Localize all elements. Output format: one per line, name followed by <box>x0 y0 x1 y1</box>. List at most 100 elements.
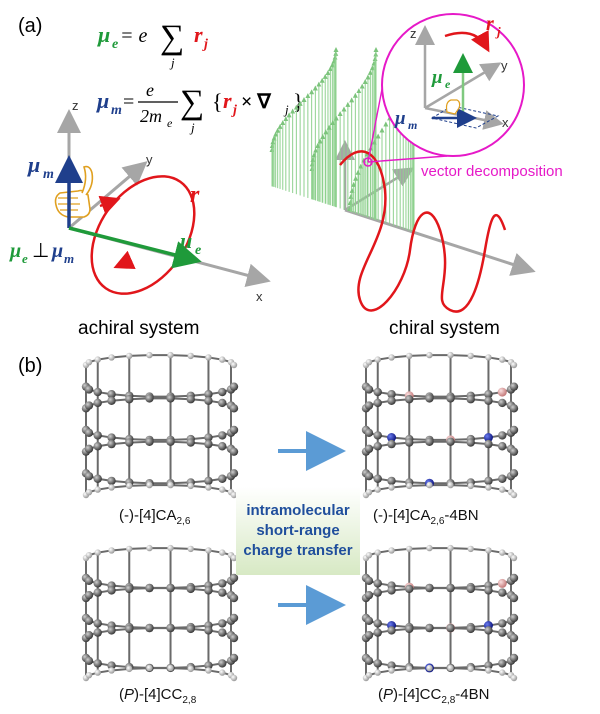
charge-transfer-line3: charge transfer <box>243 542 353 559</box>
charge-transfer-line2: short-range <box>256 522 340 539</box>
carbon-atom <box>84 590 94 600</box>
carbon-atom <box>204 439 213 449</box>
hydrogen-atom <box>365 358 373 366</box>
carbon-atom <box>125 395 134 404</box>
panel-a-label: (a) <box>18 15 42 37</box>
carbon-atom <box>373 387 382 397</box>
hydrogen-atom <box>365 488 373 496</box>
carbon-atom <box>186 438 195 447</box>
carbon-atom <box>218 442 227 451</box>
carbon-atom <box>373 619 382 628</box>
achiral-mu-e-sub: e <box>195 243 201 258</box>
carbon-atom <box>405 584 414 594</box>
eq2-mu: μ <box>96 88 109 113</box>
carbon-atom <box>364 616 374 626</box>
hydrogen-atom <box>447 481 454 489</box>
label-CC28-4BN-italic: P <box>383 686 394 703</box>
carbon-atom <box>93 659 102 668</box>
hydrogen-atom <box>167 351 174 359</box>
carbon-atom <box>405 438 414 447</box>
achiral-z-label: z <box>72 98 79 113</box>
carbon-atom <box>364 401 374 410</box>
hydrogen-atom <box>126 352 133 360</box>
carbon-atom <box>466 395 475 404</box>
inset-mu-e-sub: e <box>445 77 451 91</box>
carbon-atom <box>466 438 475 447</box>
hydrogen-atom <box>426 664 433 672</box>
carbon-atom <box>425 583 434 593</box>
carbon-atom <box>509 593 519 603</box>
inset-mu-m-label: μ <box>394 108 406 129</box>
carbon-atom <box>218 659 227 668</box>
hydrogen-atom <box>108 547 115 554</box>
inset-y-label: y <box>501 58 508 73</box>
carbon-atom <box>373 579 382 588</box>
carbon-atom <box>364 656 374 666</box>
carbon-atom <box>218 387 227 397</box>
hydrogen-atom <box>510 361 518 369</box>
carbon-atom <box>84 576 94 586</box>
carbon-atom <box>509 425 519 435</box>
bond-layer <box>85 354 235 496</box>
carbon-atom <box>498 619 507 628</box>
achiral-y-label: y <box>146 152 153 167</box>
label-CC28-paren: ( <box>119 686 124 703</box>
carbon-atom <box>509 382 519 391</box>
hydrogen-atom <box>187 482 194 490</box>
carbon-atom <box>509 469 519 478</box>
carbon-atom <box>186 395 195 404</box>
carbon-atom <box>498 628 507 637</box>
carbon-atom <box>229 653 239 663</box>
hydrogen-atom <box>219 669 226 676</box>
carbon-atom <box>387 476 396 486</box>
carbon-atom <box>145 583 154 593</box>
hydrogen-atom <box>146 544 153 552</box>
hydrogen-atom <box>108 354 115 361</box>
eq2-mu-sub: m <box>111 103 122 118</box>
hydrogen-atom <box>85 671 93 679</box>
carbon-atom <box>387 626 396 635</box>
hydrogen-atom <box>447 544 454 552</box>
carbon-atom <box>373 474 382 483</box>
carbon-atom <box>93 619 102 628</box>
carbon-atom <box>387 586 396 595</box>
hydrogen-atom <box>374 356 381 363</box>
carbon-atom <box>204 476 213 486</box>
carbon-atom <box>373 398 382 408</box>
carbon-atom <box>84 444 94 454</box>
hydrogen-atom <box>167 664 174 672</box>
hydrogen-atom <box>230 674 238 682</box>
carbon-atom <box>125 624 134 634</box>
achiral-r-label: r <box>190 182 200 208</box>
eq1-mu: μ <box>97 22 110 47</box>
inset-r-label: r <box>486 13 494 35</box>
carbon-atom <box>405 624 414 634</box>
carbon-atom <box>484 396 493 405</box>
carbon-atom <box>498 474 507 483</box>
carbon-atom <box>484 661 493 670</box>
carbon-atom <box>84 656 94 666</box>
carbon-atom <box>218 588 227 597</box>
carbon-atom <box>498 398 507 408</box>
perp-left: μ <box>9 240 21 262</box>
chiral-caption: chiral system <box>389 318 500 339</box>
hydrogen-atom <box>187 665 194 673</box>
carbon-atom <box>186 584 195 594</box>
right-hand-icon <box>54 165 94 218</box>
carbon-atom <box>509 447 519 456</box>
molecule-CA26-4BN <box>361 351 519 499</box>
loop-arrow-bottom <box>113 250 136 270</box>
carbon-atom <box>107 433 116 442</box>
vector-decomposition-label: vector decomposition <box>421 163 563 180</box>
carbon-atom <box>218 628 227 637</box>
bond-layer <box>365 354 515 496</box>
perp-symbol: ⊥ <box>32 240 49 262</box>
carbon-atom <box>204 396 213 405</box>
carbon-atom <box>446 623 455 633</box>
carbon-atom <box>107 586 116 595</box>
carbon-atom <box>229 469 239 478</box>
carbon-atom <box>125 584 134 594</box>
inset-r-arc <box>444 30 490 53</box>
eq2-frac-den-sub: e <box>167 116 173 130</box>
inset-mu-m-sub: m <box>408 118 417 132</box>
